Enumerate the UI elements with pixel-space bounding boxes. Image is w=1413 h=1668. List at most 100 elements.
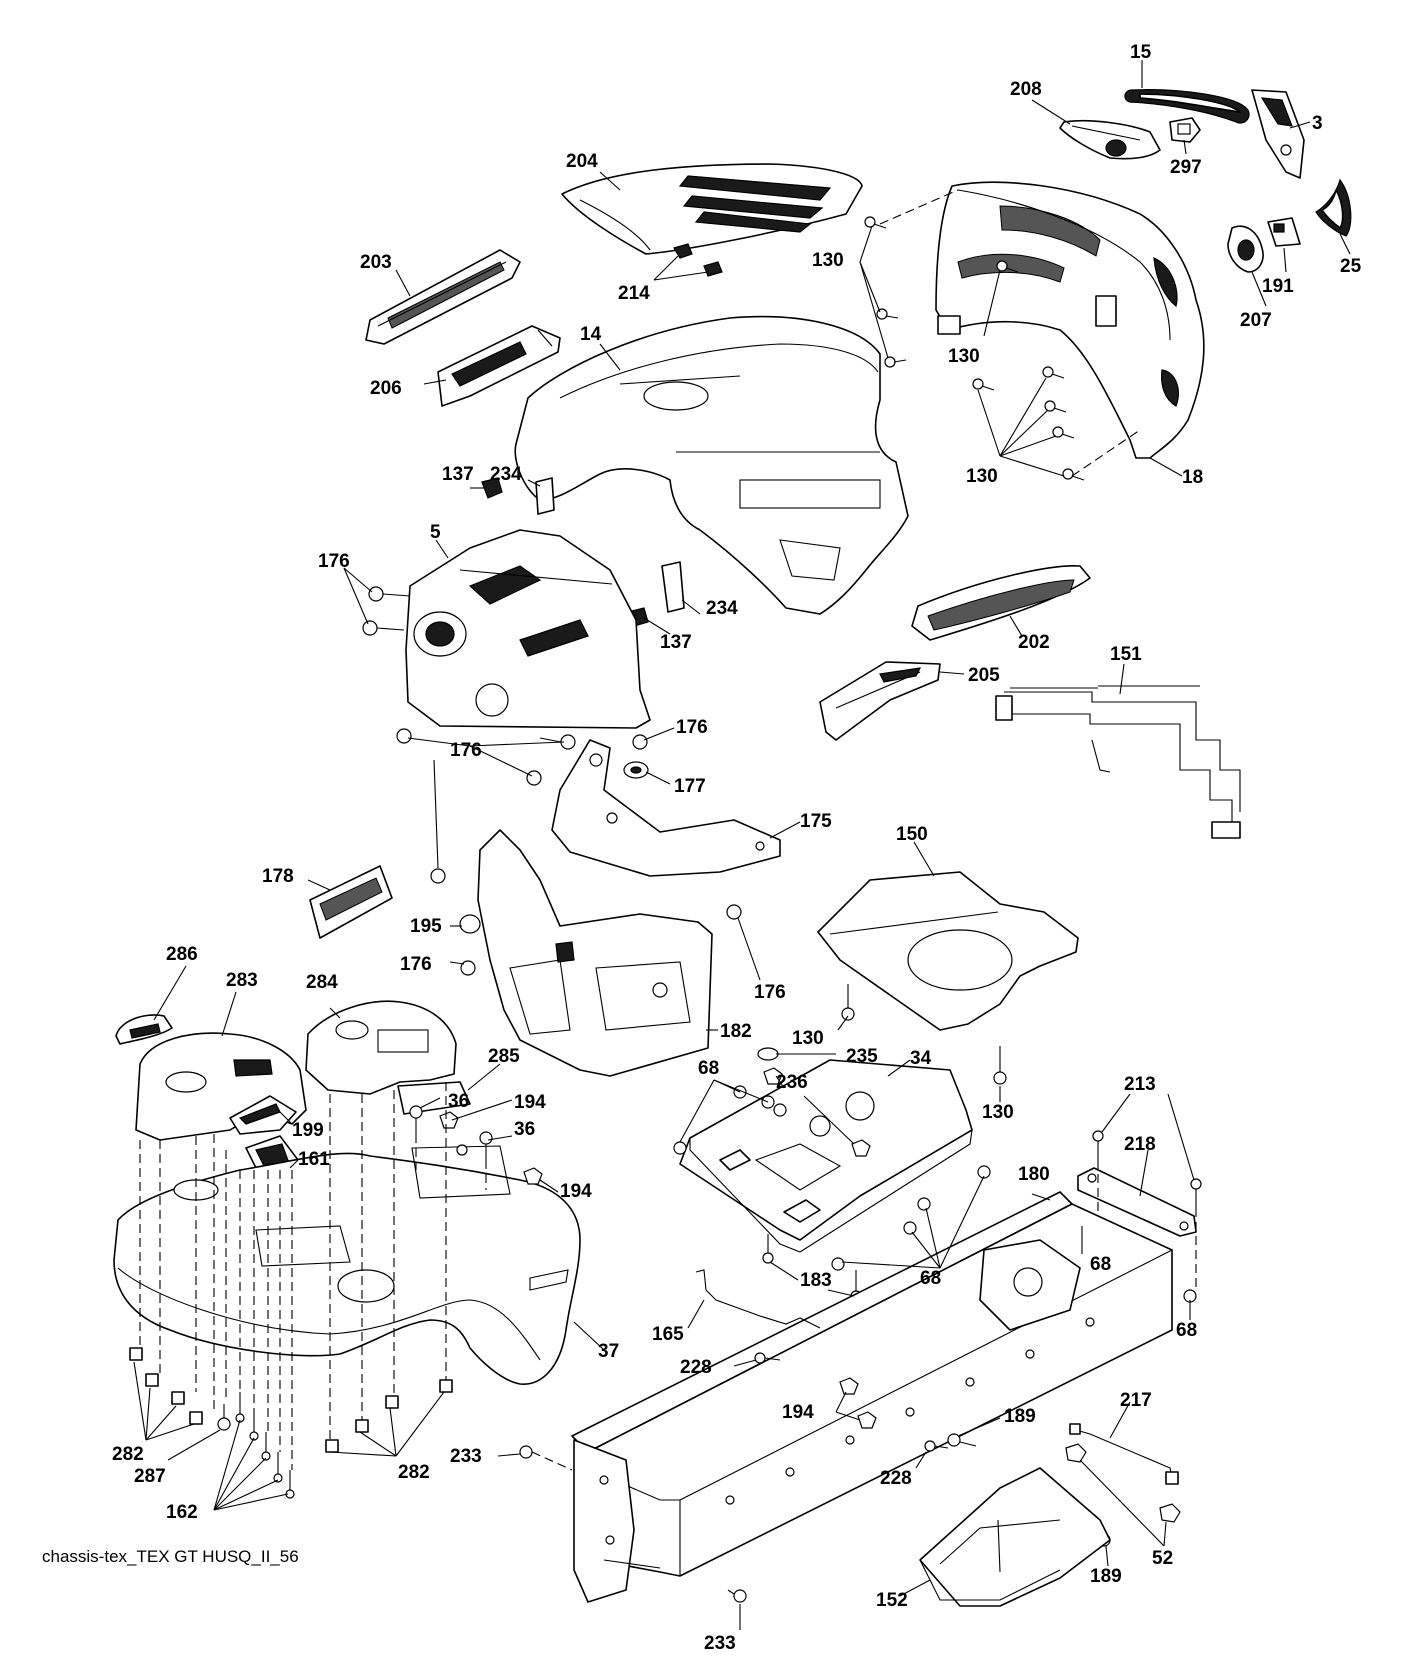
callout-177: 177 — [674, 776, 706, 797]
callout-233-b: 233 — [704, 1633, 736, 1654]
part-194-nuts — [439, 1111, 543, 1185]
callout-18: 18 — [1182, 467, 1203, 488]
part-175-bracket — [551, 739, 781, 877]
callout-130-e: 130 — [982, 1102, 1014, 1123]
part-34-seat-plate — [679, 1059, 973, 1253]
part-5-dash-panel — [405, 529, 651, 729]
part-202-grille — [911, 565, 1091, 641]
callout-130-d: 130 — [792, 1028, 824, 1049]
callout-234-b: 234 — [706, 598, 738, 619]
callout-182: 182 — [720, 1021, 752, 1042]
callout-189-b: 189 — [1090, 1566, 1122, 1587]
callout-3: 3 — [1312, 113, 1323, 134]
callout-183: 183 — [800, 1270, 832, 1291]
callout-180: 180 — [1018, 1164, 1050, 1185]
callout-137-b: 137 — [660, 632, 692, 653]
leader-lines — [133, 60, 1351, 1630]
alignment-lines-fender — [139, 1082, 487, 1470]
callout-52: 52 — [1152, 1548, 1173, 1569]
part-52-nuts — [1065, 1443, 1181, 1523]
part-297-clip — [1169, 117, 1201, 143]
callout-37: 37 — [598, 1341, 619, 1362]
callout-282-a: 282 — [112, 1444, 144, 1465]
part-195-grommet — [459, 914, 481, 934]
callout-228-b: 228 — [880, 1468, 912, 1489]
callout-5: 5 — [430, 522, 441, 543]
callout-194-c: 194 — [782, 1402, 814, 1423]
callout-34: 34 — [910, 1048, 932, 1069]
callout-130-c: 130 — [966, 466, 998, 487]
part-236-nut — [763, 1067, 871, 1157]
part-233-bolts — [519, 1445, 747, 1603]
part-180-frame — [571, 1191, 1173, 1603]
callout-202: 202 — [1018, 632, 1050, 653]
callout-68-a: 68 — [698, 1058, 719, 1079]
part-204-hood-cover — [561, 163, 863, 255]
callout-176-b: 176 — [676, 717, 708, 738]
part-150-pan — [817, 871, 1079, 1031]
callout-214: 214 — [618, 283, 650, 304]
callout-68-b: 68 — [1090, 1254, 1111, 1275]
callout-165: 165 — [652, 1324, 684, 1345]
callout-297: 297 — [1170, 157, 1202, 178]
callout-194-b: 194 — [560, 1181, 592, 1202]
callout-189-a: 189 — [1004, 1406, 1036, 1427]
callout-36-a: 36 — [448, 1091, 469, 1112]
part-203-grille — [365, 249, 521, 345]
callout-137-a: 137 — [442, 464, 474, 485]
part-182-lower-console — [477, 829, 713, 1077]
callout-68-d: 68 — [1176, 1320, 1197, 1341]
callout-labels: 15 208 3 297 25 204 191 207 130 203 214 … — [112, 42, 1362, 1654]
callout-236: 236 — [776, 1072, 808, 1093]
part-178-vent — [309, 865, 393, 939]
callout-15: 15 — [1130, 42, 1152, 63]
callout-176-d: 176 — [400, 954, 432, 975]
part-37-fender-deck — [113, 1145, 581, 1385]
callout-68-c: 68 — [920, 1268, 941, 1289]
callout-233-a: 233 — [450, 1446, 482, 1467]
callout-176-c: 176 — [450, 740, 482, 761]
part-234-tabs — [535, 477, 685, 613]
callout-162: 162 — [166, 1502, 198, 1523]
part-162-screws — [235, 1392, 295, 1499]
callout-151: 151 — [1110, 644, 1142, 665]
part-287-screw — [217, 1404, 231, 1431]
part-286-handle — [115, 1014, 173, 1045]
callout-235: 235 — [846, 1046, 878, 1067]
part-137-clips — [481, 477, 649, 627]
callout-14: 14 — [580, 324, 602, 345]
callout-284: 284 — [306, 972, 338, 993]
part-176-push-pins — [362, 586, 742, 976]
callout-204: 204 — [566, 151, 598, 172]
callout-176-e: 176 — [754, 982, 786, 1003]
callout-205: 205 — [968, 665, 1000, 686]
part-130-screws-upper — [864, 189, 1141, 481]
callout-25: 25 — [1340, 256, 1362, 277]
callout-130-b: 130 — [948, 346, 980, 367]
callout-203: 203 — [360, 252, 392, 273]
callout-213: 213 — [1124, 1074, 1156, 1095]
part-284-fender-cover — [305, 1000, 457, 1095]
callout-285: 285 — [488, 1046, 520, 1067]
part-282-clips — [129, 1347, 453, 1453]
part-18-front-shell — [935, 181, 1205, 459]
callout-176-a: 176 — [318, 551, 350, 572]
part-151-bracket — [995, 685, 1241, 839]
callout-218: 218 — [1124, 1134, 1156, 1155]
part-206-vent — [437, 325, 561, 407]
callout-191: 191 — [1262, 276, 1294, 297]
part-214-clips — [673, 243, 723, 277]
part-165-rod — [695, 1269, 821, 1329]
callout-228-a: 228 — [680, 1357, 712, 1378]
part-15-trim-strip — [1124, 89, 1250, 124]
part-207-lamp-socket — [1227, 225, 1264, 273]
diagram-caption: chassis-tex_TEX GT HUSQ_II_56 — [42, 1547, 299, 1566]
part-25-lens — [1315, 178, 1352, 237]
part-217-rod — [1069, 1423, 1179, 1485]
callout-283: 283 — [226, 970, 258, 991]
part-235-grommet — [757, 1047, 779, 1061]
part-208-headlight-bracket — [1059, 119, 1161, 160]
part-218-bracket — [1077, 1167, 1197, 1237]
part-152-shield — [919, 1467, 1111, 1607]
